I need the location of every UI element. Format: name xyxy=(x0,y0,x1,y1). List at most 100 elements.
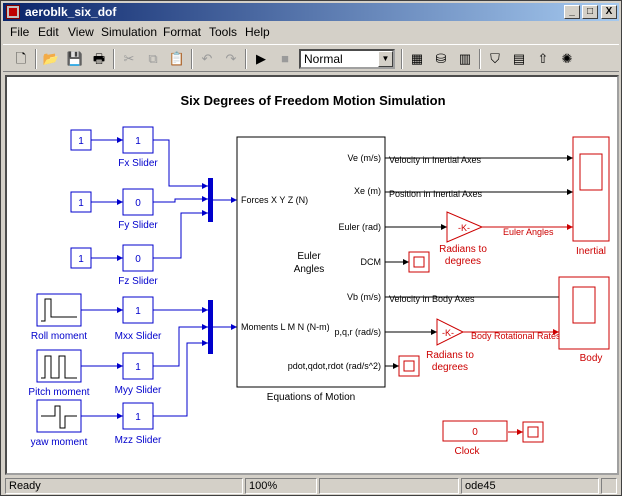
menu-view[interactable]: View xyxy=(68,25,94,39)
toolbar-separator xyxy=(113,49,115,69)
menu-bar: File Edit View Simulation Format Tools H… xyxy=(3,22,619,42)
fz-slider-block[interactable]: 0 Fz Slider xyxy=(118,244,158,287)
toolbar-separator xyxy=(191,49,193,69)
toolbar-separator xyxy=(479,49,481,69)
input-wires xyxy=(81,137,237,419)
update-diagram-icon[interactable]: ⛁ xyxy=(435,51,447,66)
dcm-terminator-block[interactable] xyxy=(408,251,430,273)
simulation-mode-value: Normal xyxy=(304,52,343,66)
constant-fz-value: 1 xyxy=(78,254,84,265)
fy-slider-value: 0 xyxy=(135,198,141,209)
library-browser-icon[interactable]: ⛉ xyxy=(490,51,500,66)
eom-center-line2: Angles xyxy=(294,264,325,275)
equations-of-motion-block[interactable]: Forces X Y Z (N) Moments L M N (N-m) Eul… xyxy=(236,136,386,403)
roll-moment-block[interactable]: Roll moment xyxy=(31,293,87,342)
new-model-icon[interactable]: 🗋 xyxy=(15,51,27,66)
eom-output-ve: Ve (m/s) xyxy=(347,153,381,163)
constant-fx-block[interactable]: 1 xyxy=(70,129,92,151)
build-subsystem-icon[interactable]: ▥ xyxy=(458,51,472,66)
constant-fz-block[interactable]: 1 xyxy=(70,247,92,269)
mzz-slider-block[interactable]: 1 Mzz Slider xyxy=(115,402,162,446)
yaw-moment-block[interactable]: yaw moment xyxy=(31,399,88,448)
cut-icon[interactable]: ✂ xyxy=(123,51,135,66)
undo-icon[interactable]: ↶ xyxy=(201,51,213,66)
constant-fy-block[interactable]: 1 xyxy=(70,191,92,213)
resize-grip-icon[interactable] xyxy=(601,478,617,494)
fz-slider-label: Fz Slider xyxy=(118,276,158,287)
mzz-slider-label: Mzz Slider xyxy=(115,435,162,446)
menu-tools[interactable]: Tools xyxy=(209,25,238,39)
title-bar: aeroblk_six_dof _ □ X xyxy=(3,3,619,21)
output-wires xyxy=(385,155,573,369)
print-icon[interactable]: 🖶 xyxy=(92,51,106,66)
pitch-moment-block[interactable]: Pitch moment xyxy=(28,349,90,398)
inertial-scope-block[interactable]: Inertial xyxy=(572,136,610,257)
chevron-down-icon[interactable]: ▼ xyxy=(378,51,393,67)
clock-block[interactable]: 0 Clock xyxy=(442,420,508,457)
eom-output-pdot: pdot,qdot,rdot (rad/s^2) xyxy=(288,361,381,371)
toolbar: 🗋 📂 💾 🖶 ✂ ⧉ 📋 ↶ ↷ ▶ ■ Normal ▼ ▦ ⛁ ▥ ⛉ ▤… xyxy=(3,44,619,72)
clock-terminator-block[interactable] xyxy=(522,421,544,443)
status-zoom: 100% xyxy=(245,478,317,494)
menu-help[interactable]: Help xyxy=(245,25,270,39)
constant-fx-value: 1 xyxy=(78,136,84,147)
go-to-parent-icon[interactable]: ⇧ xyxy=(537,51,549,66)
close-button[interactable]: X xyxy=(601,5,617,19)
pitch-moment-label: Pitch moment xyxy=(28,387,89,398)
status-solver: ode45 xyxy=(461,478,599,494)
window-title: aeroblk_six_dof xyxy=(25,5,117,19)
body-scope-block[interactable]: Body xyxy=(558,276,610,364)
moments-mux-block[interactable] xyxy=(208,300,213,354)
mxx-slider-value: 1 xyxy=(135,306,141,317)
signal-velocity-inertial: Velocity in Inertial Axes xyxy=(389,155,482,165)
model-canvas[interactable]: Six Degrees of Freedom Motion Simulation… xyxy=(5,75,619,475)
copy-icon[interactable]: ⧉ xyxy=(148,51,158,66)
simulink-logo-icon xyxy=(6,5,20,19)
eom-input-moments: Moments L M N (N-m) xyxy=(241,322,330,332)
pdot-terminator-block[interactable] xyxy=(398,355,420,377)
menu-format[interactable]: Format xyxy=(163,25,202,39)
save-icon[interactable]: 💾 xyxy=(66,51,84,66)
fy-slider-label: Fy Slider xyxy=(118,220,158,231)
toolbar-separator xyxy=(35,49,37,69)
menu-file[interactable]: File xyxy=(10,25,30,39)
eom-output-vb: Vb (m/s) xyxy=(347,292,381,302)
redo-icon[interactable]: ↷ xyxy=(225,51,237,66)
start-simulation-icon[interactable]: ▶ xyxy=(256,51,266,66)
menu-edit[interactable]: Edit xyxy=(38,25,59,39)
forces-mux-block[interactable] xyxy=(208,178,213,222)
eom-label: Equations of Motion xyxy=(267,392,355,403)
build-icon[interactable]: ▦ xyxy=(410,51,424,66)
fx-slider-value: 1 xyxy=(135,136,141,147)
minimize-button[interactable]: _ xyxy=(564,5,580,19)
rates-gain-label-line1: Radians to xyxy=(426,350,474,361)
fx-slider-label: Fx Slider xyxy=(118,158,158,169)
mxx-slider-block[interactable]: 1 Mxx Slider xyxy=(115,296,162,342)
fy-slider-block[interactable]: 0 Fy Slider xyxy=(118,188,158,231)
status-empty xyxy=(319,478,459,494)
eom-output-dcm: DCM xyxy=(361,257,382,267)
simulation-mode-select[interactable]: Normal ▼ xyxy=(299,49,395,69)
debugger-icon[interactable]: ✺ xyxy=(561,51,573,66)
clock-value: 0 xyxy=(472,427,478,438)
scope-wires xyxy=(463,224,573,435)
myy-slider-value: 1 xyxy=(135,362,141,373)
mzz-slider-value: 1 xyxy=(135,412,141,423)
rates-gain-symbol: -K- xyxy=(442,328,454,338)
fx-slider-block[interactable]: 1 Fx Slider xyxy=(118,126,158,169)
euler-gain-block[interactable]: -K- Radians to degrees xyxy=(439,211,487,267)
stop-simulation-icon[interactable]: ■ xyxy=(281,51,289,66)
euler-gain-label-line1: Radians to xyxy=(439,244,487,255)
paste-icon[interactable]: 📋 xyxy=(168,51,186,66)
signal-euler-angles: Euler Angles xyxy=(503,227,554,237)
model-explorer-icon[interactable]: ▤ xyxy=(512,51,526,66)
myy-slider-block[interactable]: 1 Myy Slider xyxy=(115,352,162,396)
myy-slider-label: Myy Slider xyxy=(115,385,162,396)
status-bar: Ready 100% ode45 xyxy=(3,477,619,495)
toolbar-separator xyxy=(245,49,247,69)
menu-simulation[interactable]: Simulation xyxy=(101,25,158,39)
maximize-button[interactable]: □ xyxy=(582,5,598,19)
rates-gain-block[interactable]: -K- Radians to degrees xyxy=(426,318,474,373)
status-state: Ready xyxy=(5,478,243,494)
open-folder-icon[interactable]: 📂 xyxy=(42,51,60,66)
